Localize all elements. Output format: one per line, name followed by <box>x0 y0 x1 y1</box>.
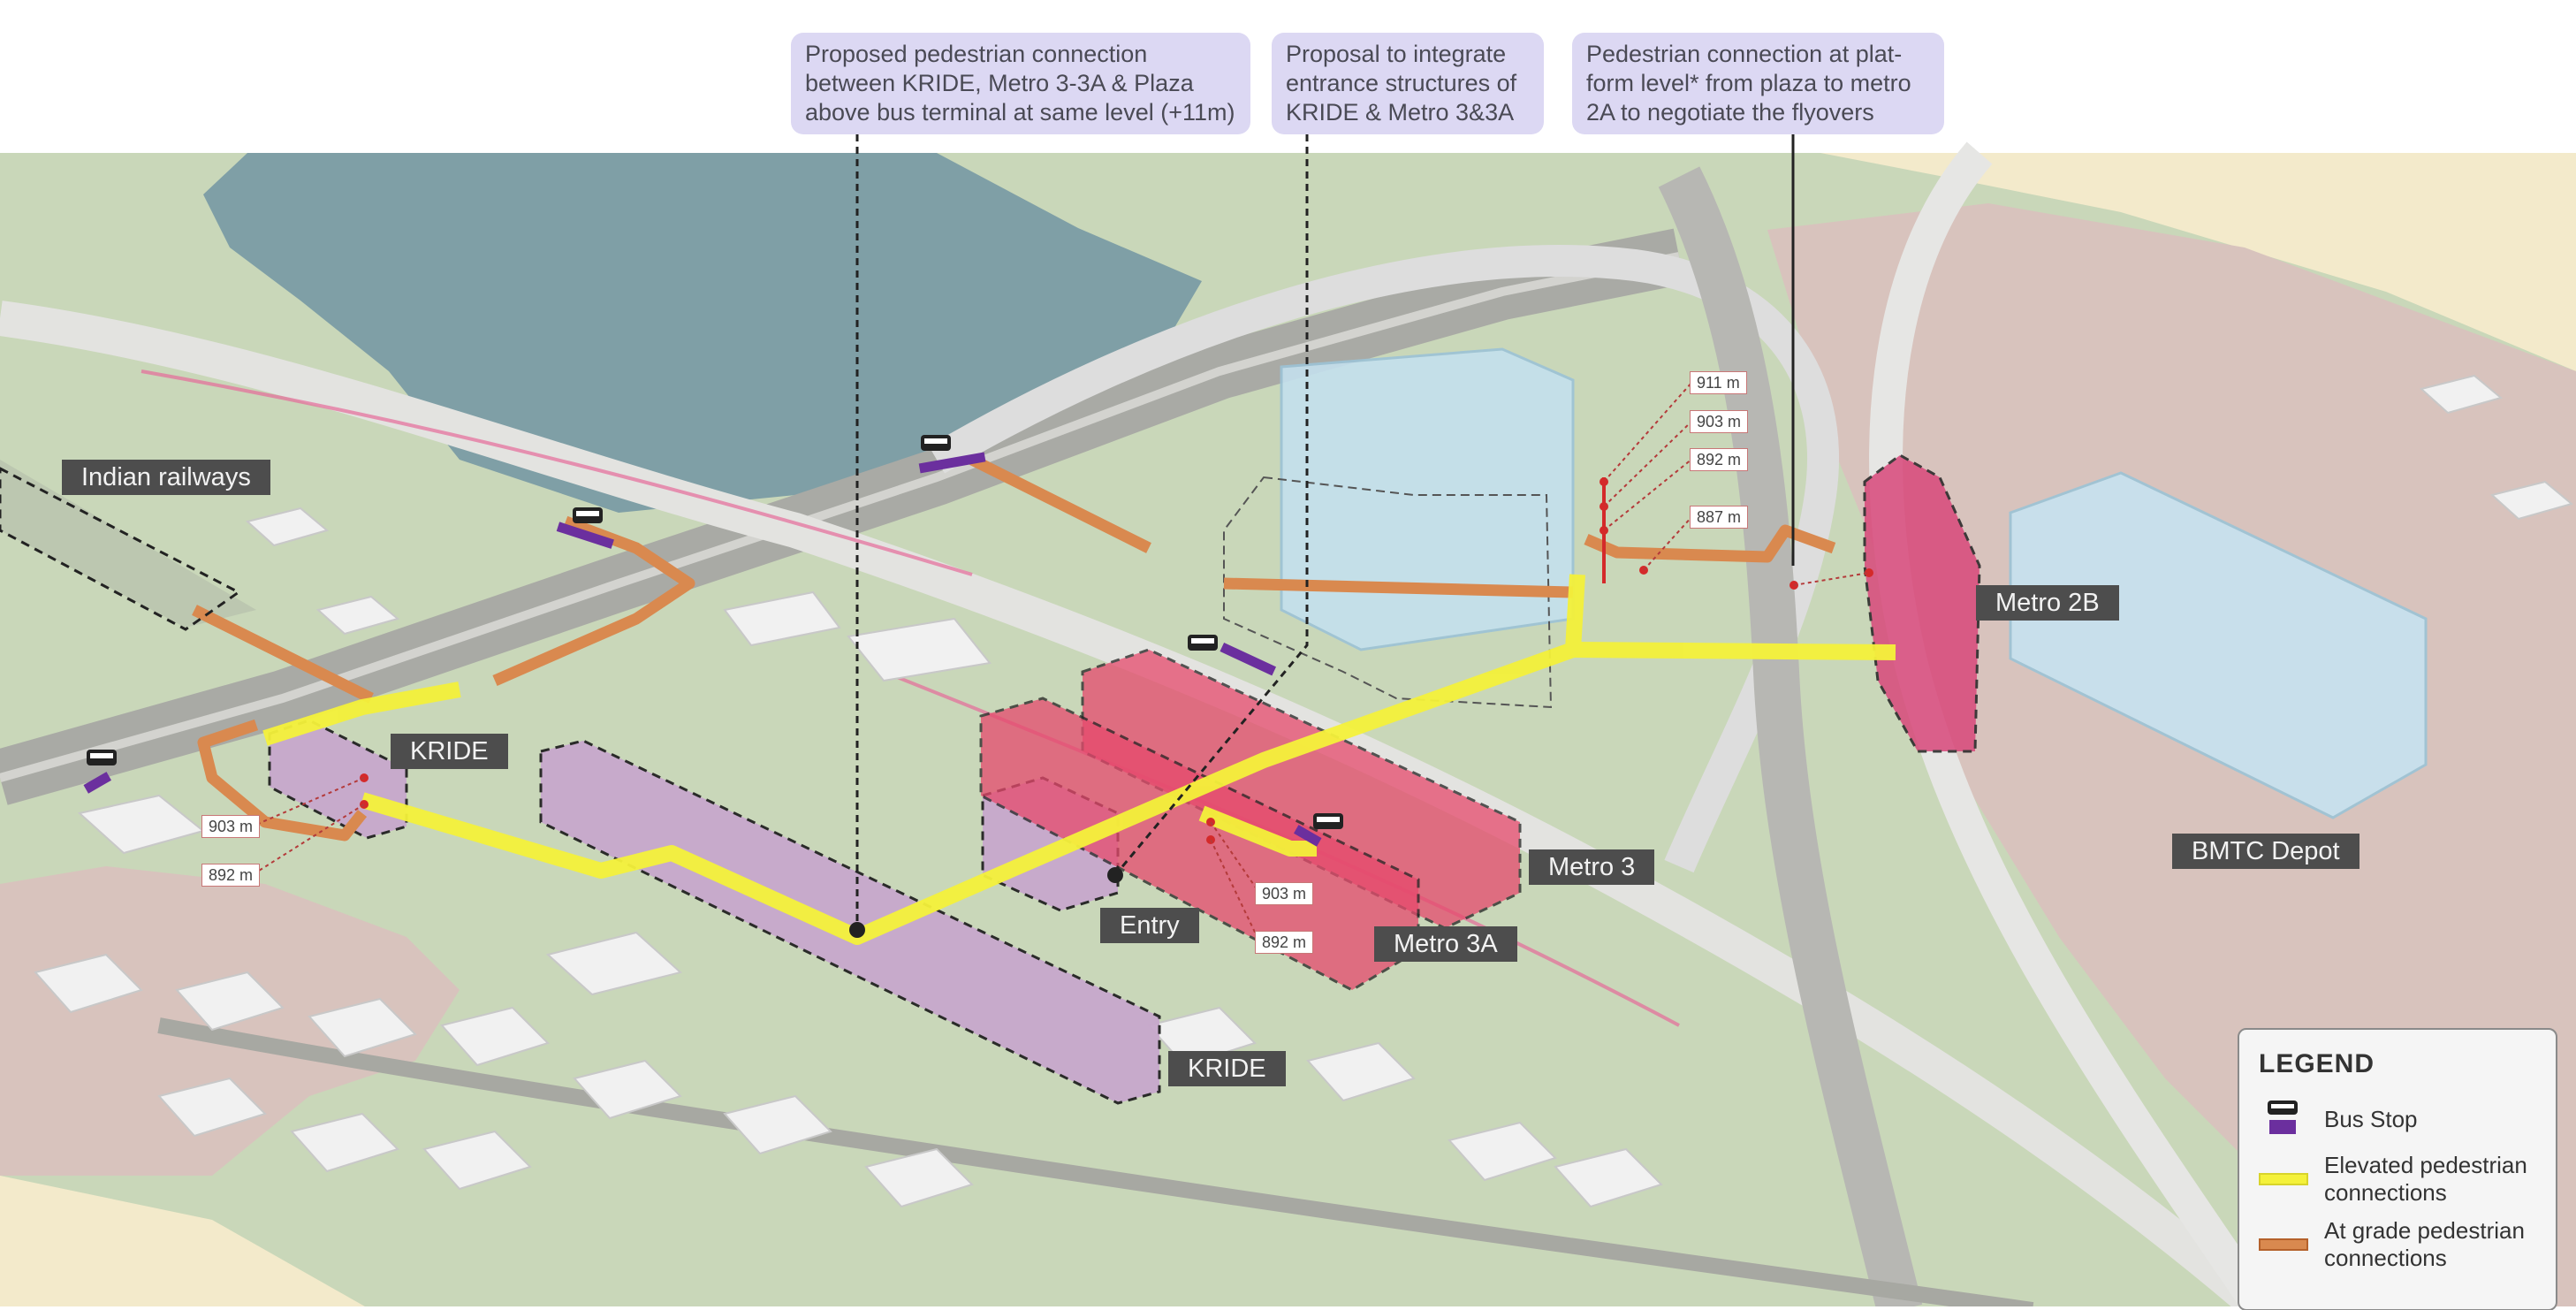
kride-station-south <box>539 739 1161 1105</box>
label-kride-south: KRIDE <box>1168 1051 1286 1086</box>
plaza-outline <box>1223 476 1553 709</box>
metro-2b-station <box>1863 453 1981 753</box>
leader-dot-kride <box>849 922 865 938</box>
bus-stop-icon <box>83 750 117 794</box>
bus-stop-icon <box>556 507 614 549</box>
legend-item-bus-stop: Bus Stop <box>2259 1097 2536 1141</box>
elevation-tag-east-892: 892 m <box>1690 448 1749 471</box>
highway-west-median <box>0 252 1680 782</box>
sand-area-southwest <box>0 1176 371 1310</box>
legend-title: LEGEND <box>2259 1049 2375 1078</box>
label-metro-2b: Metro 2B <box>1976 585 2119 621</box>
label-metro-3a: Metro 3A <box>1374 926 1517 962</box>
elevated-connections <box>262 574 1896 945</box>
callout-platform-level: Pedestrian connection at plat- form leve… <box>1572 33 1944 134</box>
legend: LEGEND Bus Stop Elevated pedestrian conn… <box>2238 1028 2557 1310</box>
metro-3-station <box>1081 648 1522 930</box>
callout-kride-metro-plaza: Proposed pedestrian connection between K… <box>791 33 1250 134</box>
elevation-tag-west-903: 903 m <box>201 815 261 838</box>
label-kride-north: KRIDE <box>391 734 508 769</box>
metro-3a-station <box>979 697 1420 992</box>
at-grade-connection-swatch <box>2259 1222 2308 1267</box>
label-bmtc-depot: BMTC Depot <box>2172 834 2359 869</box>
elevation-leaders <box>251 381 1870 942</box>
callout-leaders <box>855 134 1795 930</box>
north-south-road <box>1658 166 1923 1310</box>
elevation-tag-east-903: 903 m <box>1690 410 1749 433</box>
bottom-margin <box>0 1306 2576 1310</box>
elevation-tag-east-911: 911 m <box>1690 371 1747 394</box>
elevation-tag-west-892: 892 m <box>201 864 261 887</box>
railway-corridor <box>0 460 256 628</box>
label-entry: Entry <box>1100 908 1199 943</box>
legend-item-at-grade: At grade pedestrian connections <box>2259 1217 2536 1272</box>
railway-outline <box>0 467 241 631</box>
legend-label-elevated: Elevated pedestrian connections <box>2324 1152 2527 1206</box>
callout-integrate-entrances: Proposal to integrate entrance structure… <box>1272 33 1544 134</box>
bus-stop-icon <box>2259 1097 2308 1141</box>
label-indian-railways: Indian railways <box>62 460 270 495</box>
leader-dot-entry <box>1107 867 1123 883</box>
elevated-connection-swatch <box>2259 1157 2308 1201</box>
glass-building-plaza <box>1280 347 1575 651</box>
legend-label-at-grade: At grade pedestrian connections <box>2324 1217 2525 1271</box>
bus-stop-icon <box>1294 813 1343 847</box>
city-blocks-southwest <box>34 374 2574 1208</box>
railway-track-south <box>157 1017 2034 1310</box>
pink-road-edge-1 <box>141 369 973 576</box>
legend-item-elevated: Elevated pedestrian connections <box>2259 1152 2536 1207</box>
glass-building-bmtc <box>2009 471 2428 819</box>
elevation-tag-east-887: 887 m <box>1690 506 1749 529</box>
sand-area-east <box>1820 153 2576 371</box>
label-metro-3: Metro 3 <box>1529 849 1655 885</box>
elevation-tag-mid-903: 903 m <box>1255 882 1314 905</box>
legend-label-bus-stop: Bus Stop <box>2324 1105 2418 1132</box>
bus-stop-icon <box>1188 635 1277 676</box>
elevation-tag-mid-892: 892 m <box>1255 931 1314 954</box>
bus-stop-icon <box>918 435 986 474</box>
